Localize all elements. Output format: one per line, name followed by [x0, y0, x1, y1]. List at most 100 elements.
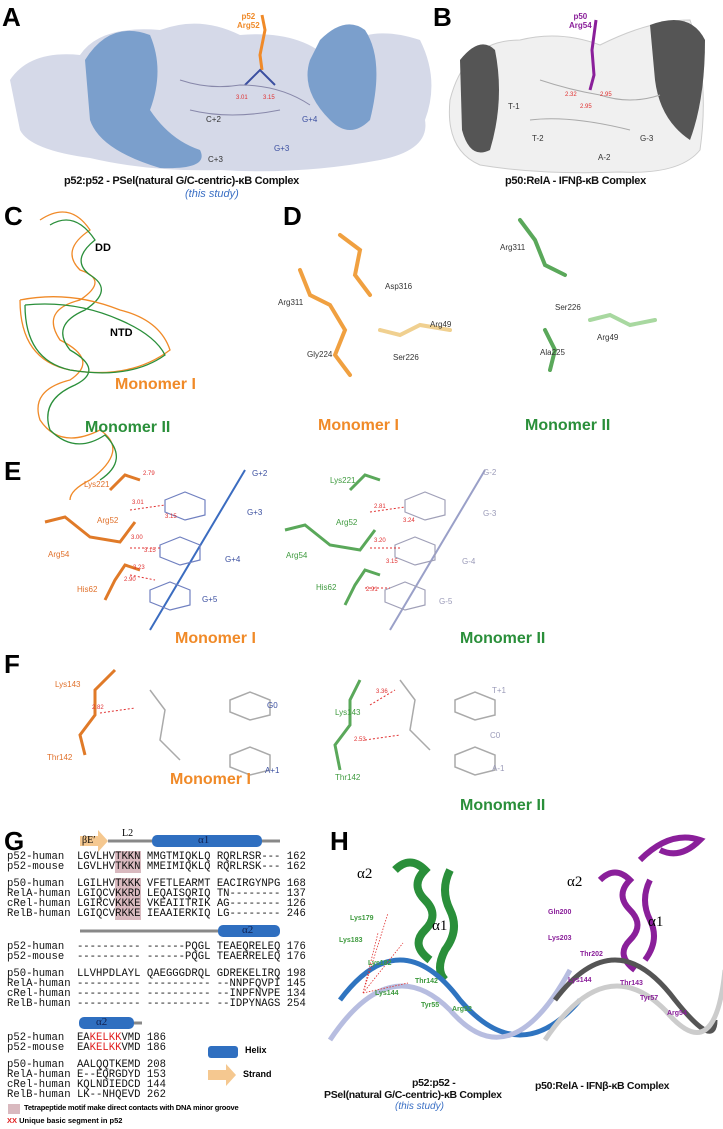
sequence-name: RelA-human — [7, 1069, 77, 1081]
panel-a-caption: p52:p52 - PSel(natural G/C-centric)-κB C… — [64, 175, 299, 187]
distance-label: 3.24 — [403, 518, 415, 524]
monomer-label: Monomer I — [115, 376, 196, 393]
residue-number: 153 — [140, 1069, 166, 1081]
sequence: VMD — [121, 1042, 141, 1054]
panel-label-e: E — [4, 456, 22, 486]
distance-label: 2.32 — [565, 92, 577, 98]
base-label: C+3 — [208, 155, 223, 164]
basic-segment: KELKK — [89, 1032, 122, 1044]
monomer-label: Monomer II — [460, 797, 546, 814]
distance-label: 3.36 — [376, 689, 388, 695]
alignment-block-1: p52-human LGVLHVTKKN MMGTMIQKLQ RQRLRSR-… — [7, 851, 306, 920]
residue-label: Arg52 — [336, 518, 358, 527]
distance-label: 3.15 — [144, 548, 156, 554]
residue-number: 176 — [280, 941, 306, 953]
helix-label: α2 — [242, 924, 254, 936]
monomer-label: Monomer II — [525, 417, 611, 434]
residue-label: His62 — [316, 583, 337, 592]
alignment-row: cRel-human ---------- ---------- --INPFN… — [7, 988, 306, 1000]
helix-label: α2 — [357, 866, 373, 882]
residue-label: Lys144 — [568, 977, 592, 984]
legend-strand: Strand — [243, 1069, 272, 1079]
alignment-block-2: p52-human ---------- ------PQGL TEAEQREL… — [7, 941, 306, 1010]
sequence: EA — [76, 1042, 90, 1054]
alignment-row: RelB-human LK--NHQEVD 262 — [7, 1089, 166, 1101]
residue-label: Lys143 — [55, 680, 81, 689]
residue-label: Ala225 — [540, 348, 565, 357]
alignment-row: p52-human ---------- ------PQGL TEAEQREL… — [7, 941, 306, 953]
sequence-name: RelA-human — [7, 978, 77, 990]
panel-b-caption: p50:RelA - IFNβ-κB Complex — [505, 175, 646, 187]
residue-label: Lys221 — [84, 480, 110, 489]
tetrapeptide-motif: TKKK — [115, 878, 141, 890]
residue-label: Asp316 — [385, 282, 413, 291]
distance-label: 3.01 — [132, 500, 144, 506]
distance-label: 3.20 — [374, 538, 386, 544]
sequence-name: RelB-human — [7, 1089, 77, 1101]
sequence: ---------- ---------- --INPFNVPE — [76, 988, 281, 1000]
panel-label-h: H — [330, 826, 349, 856]
residue-label: Thr143 — [620, 980, 643, 987]
residue-label: Gln200 — [548, 909, 572, 916]
alignment-row: p52-mouse LGVLHVTKKN MMEIMIQKLQ RQRLRSK-… — [7, 861, 306, 873]
distance-label: 2.95 — [580, 104, 592, 110]
sequence-name: p52-human — [7, 851, 77, 863]
base-label: G+2 — [252, 469, 268, 478]
residue-label: Arg54 — [48, 550, 70, 559]
residue-number: 162 — [280, 861, 306, 873]
base-label: G-3 — [483, 509, 497, 518]
base-label: G-5 — [439, 597, 453, 606]
alignment-row: RelA-human ---------- ---------- --NNPFQ… — [7, 978, 306, 990]
legend-helix: Helix — [245, 1045, 267, 1055]
distance-label: 3.01 — [236, 95, 248, 101]
sequence-name: p50-human — [7, 968, 77, 980]
monomer-label: Monomer I — [318, 417, 399, 434]
strand-label: βE′ — [82, 835, 96, 846]
panel-h-left-caption: p52:p52 - — [412, 1077, 456, 1089]
base-label: G-2 — [483, 468, 497, 477]
residue-number: 134 — [280, 988, 306, 1000]
residue-label: Arg52 — [97, 516, 119, 525]
alignment-row: p50-human LLVHPDLAYL QAEGGGDRQL GDREKELI… — [7, 968, 306, 980]
residue-number: 144 — [140, 1079, 166, 1091]
residue-label: His62 — [77, 585, 98, 594]
sequence-name: p52-mouse — [7, 951, 77, 963]
residue-number: 208 — [140, 1059, 166, 1071]
distance-label: 3.23 — [133, 565, 145, 571]
sequence: VMD — [121, 1032, 141, 1044]
alignment-row: p50-human AALQQTKEMD 208 — [7, 1059, 166, 1071]
residue-number: 168 — [280, 878, 306, 890]
sequence-name: p52-human — [7, 1032, 77, 1044]
residue-label: Lys179 — [350, 915, 374, 922]
panel-g-secondary-structure — [8, 830, 280, 1114]
base-label: T-1 — [508, 102, 520, 111]
tetrapeptide-motif: TKKN — [115, 851, 141, 863]
helix-label: α2 — [567, 874, 583, 890]
panel-label-a: A — [2, 2, 21, 32]
base-label: G+5 — [202, 595, 218, 604]
alignment-row: cRel-human KQLNDIEDCD 144 — [7, 1079, 166, 1091]
residue-label: Arg311 — [500, 243, 526, 252]
sequence: IEAAIERKIQ LG-------- — [140, 908, 281, 920]
residue-number: 126 — [280, 898, 306, 910]
sequence-name: cRel-human — [7, 1079, 77, 1091]
panel-e-dna — [44, 469, 486, 631]
panel-label-c: C — [4, 201, 23, 231]
sequence: LLVHPDLAYL QAEGGGDRQL GDREKELIRQ — [76, 968, 281, 980]
alignment-row: p52-mouse EAKELKKVMD 186 — [7, 1042, 166, 1054]
panel-h-right-caption: p50:RelA - IFNβ-κB Complex — [535, 1080, 670, 1092]
distance-label: 3.15 — [263, 95, 275, 101]
monomer-label: Monomer I — [170, 771, 251, 788]
distance-label: 2.82 — [92, 705, 104, 711]
sequence-name: RelB-human — [7, 908, 77, 920]
residue-label: Arg54 — [286, 551, 308, 560]
base-label: G-3 — [640, 134, 654, 143]
residue-label: Tyr55 — [421, 1002, 440, 1009]
residue-label: Arg52 — [452, 1006, 472, 1013]
base-label: A-1 — [492, 764, 505, 773]
sequence: LGIQCV — [76, 888, 116, 900]
loop-label: L2 — [122, 828, 134, 839]
